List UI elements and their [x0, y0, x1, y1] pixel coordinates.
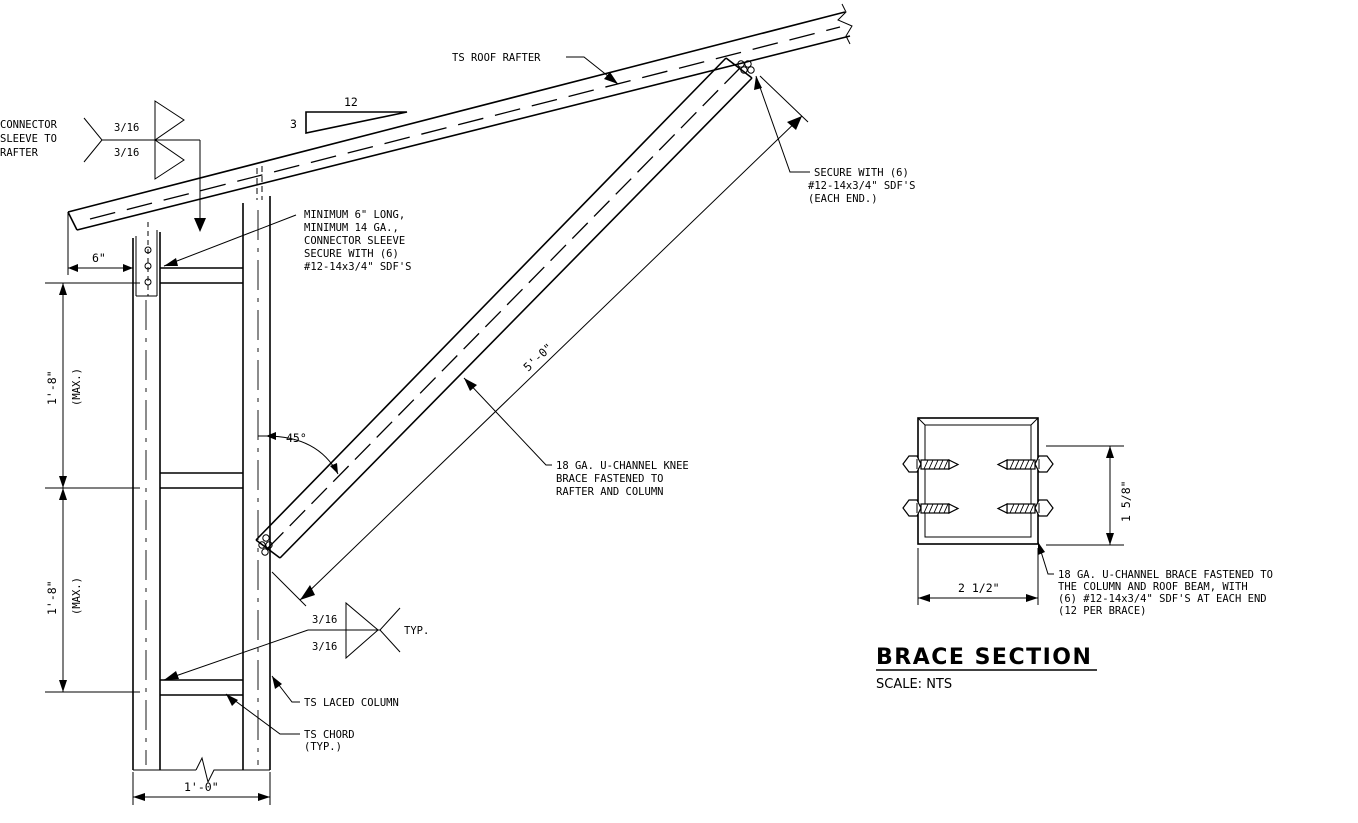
dim-lower-label: 1'-8" — [45, 580, 59, 615]
slope-indicator: 12 3 — [290, 95, 408, 134]
brace-note-1: 18 GA. U-CHANNEL KNEE — [556, 460, 689, 472]
section-title: BRACE SECTION — [876, 645, 1092, 670]
chord-label-1: TS CHORD — [304, 729, 355, 741]
brace-length-dimension: 5'-0" — [271, 75, 809, 607]
sleeve-dim-label: 6" — [92, 251, 106, 265]
column-width-dimension: 1'-0" — [132, 772, 271, 805]
brace-callout: 18 GA. U-CHANNEL KNEE BRACE FASTENED TO … — [463, 377, 689, 498]
column-spacing-dimensions: 1'-8" (MAX.) 1'-8" (MAX.) — [45, 282, 140, 693]
brace-note-2: BRACE FASTENED TO — [556, 473, 663, 485]
screw-icon-left-bottom — [902, 499, 960, 517]
weld-top-size-a: 3/16 — [114, 122, 139, 134]
chord-callout: TS CHORD (TYP.) — [225, 693, 355, 753]
brace-note-3: RAFTER AND COLUMN — [556, 486, 663, 498]
slope-rise: 3 — [290, 117, 297, 131]
sleeve-note-3: CONNECTOR SLEEVE — [304, 235, 405, 247]
dim-upper-label: 1'-8" — [45, 370, 59, 405]
sleeve-note-2: MINIMUM 14 GA., — [304, 222, 399, 234]
dim-lower-max: (MAX.) — [71, 577, 83, 615]
screw-icon-left-top — [902, 455, 960, 473]
weld-bot-size-a: 3/16 — [312, 614, 337, 626]
screw-icon-right-top — [996, 455, 1054, 473]
laced-column — [132, 166, 271, 784]
screw-icon-right-bottom — [996, 499, 1054, 517]
column-callout: TS LACED COLUMN — [271, 675, 399, 709]
secure-note-3: (EACH END.) — [808, 193, 878, 205]
rafter-label: TS ROOF RAFTER — [452, 52, 541, 64]
column-label: TS LACED COLUMN — [304, 697, 399, 709]
secure-callout: SECURE WITH (6) #12-14x3/4" SDF'S (EACH … — [754, 75, 915, 205]
slope-run: 12 — [344, 95, 358, 109]
section-note-4: (12 PER BRACE) — [1058, 605, 1147, 617]
top-weld-symbol: CONNECTOR SLEEVE TO RAFTER 3/16 3/16 — [0, 100, 206, 232]
knee-brace — [255, 57, 755, 559]
sleeve-callout: MINIMUM 6" LONG, MINIMUM 14 GA., CONNECT… — [163, 209, 411, 273]
weld-bot-size-b: 3/16 — [312, 641, 337, 653]
roof-rafter — [67, 3, 853, 231]
section-note-3: (6) #12-14x3/4" SDF'S AT EACH END — [1058, 593, 1267, 605]
section-height-label: 1 5/8" — [1119, 480, 1133, 522]
angle-indicator: 45° — [258, 431, 339, 475]
rafter-callout: TS ROOF RAFTER — [452, 52, 619, 85]
secure-note-1: SECURE WITH (6) — [814, 167, 909, 179]
sleeve-note-1: MINIMUM 6" LONG, — [304, 209, 405, 221]
section-width-label: 2 1/2" — [958, 581, 1000, 595]
dim-upper-max: (MAX.) — [71, 368, 83, 406]
bottom-weld-symbol: 3/16 3/16 TYP. — [163, 601, 429, 681]
brace-section-detail: 2 1/2" 1 5/8" — [876, 417, 1273, 692]
weld-bot-typ: TYP. — [404, 625, 429, 637]
brace-length-label: 5'-0" — [520, 340, 555, 374]
section-note-2: THE COLUMN AND ROOF BEAM, WITH — [1058, 581, 1248, 593]
angle-label: 45° — [286, 431, 307, 445]
section-scale: SCALE: NTS — [876, 677, 952, 692]
secure-note-2: #12-14x3/4" SDF'S — [808, 180, 915, 192]
weld-top-size-b: 3/16 — [114, 147, 139, 159]
weld-top-text-3: RAFTER — [0, 147, 39, 159]
weld-top-text-1: CONNECTOR — [0, 119, 58, 131]
column-width-label: 1'-0" — [184, 780, 219, 794]
section-note-1: 18 GA. U-CHANNEL BRACE FASTENED TO — [1058, 569, 1273, 581]
chord-label-2: (TYP.) — [304, 741, 342, 753]
sleeve-note-5: #12-14x3/4" SDF'S — [304, 261, 411, 273]
weld-top-text-2: SLEEVE TO — [0, 133, 57, 145]
sleeve-note-4: SECURE WITH (6) — [304, 248, 399, 260]
sleeve-dimension: 6" — [67, 212, 133, 275]
